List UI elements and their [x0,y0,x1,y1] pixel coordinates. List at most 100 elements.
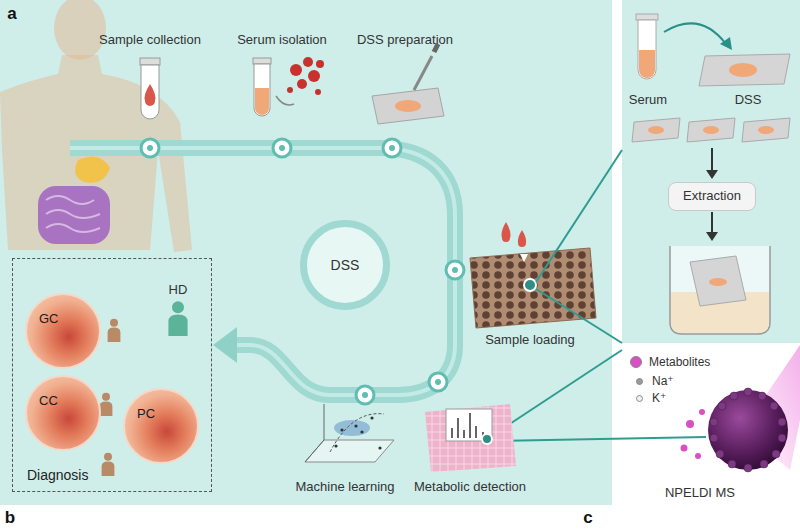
node-text: PC [137,407,155,422]
machine-learning-icon-part [305,440,394,462]
legend-text: Na⁺ [652,374,674,388]
flow-arrow-part [711,148,713,172]
machine-learning-icon-part [330,414,384,452]
machine-learning-icon-part-part [334,444,337,447]
npeldi-particle-part-part [681,445,688,452]
workflow-pipe [70,148,455,395]
serum-isolation-icon-part-part [297,79,307,89]
machine-learning-icon-part-part [360,430,363,433]
endoscopy-circle: CC [25,375,101,451]
npeldi-particle-part-part [716,450,724,458]
dss-preparation-icon-part [414,56,432,90]
left-panel [0,0,612,505]
serum-isolation-icon-part [255,88,269,115]
panel-letter: c [583,508,592,528]
zoom-leader-part [491,437,706,441]
sample-loading-plate-part [524,279,536,291]
serum-tube-icon-part [636,14,658,20]
pipe-stop-part [383,139,401,157]
machine-learning-icon-part-part [340,428,343,431]
mass-spectrum-icon-part [425,404,516,472]
panel-letter: b [5,508,15,528]
serum-isolation-icon-part [287,57,324,95]
process-box: Extraction [668,182,756,211]
npeldi-particle-part-part [728,460,736,468]
patient-icon-part [100,393,113,416]
npeldi-particle-part-part [758,392,766,400]
machine-learning-icon-part [305,440,324,462]
serum-isolation-icon-part-part [316,60,324,68]
legend-item: Metabolites [630,355,710,369]
serum-tube-icon-part [639,50,655,78]
machine-learning-icon-part-part [354,424,357,427]
mass-spectrum-icon-part-part [463,430,465,438]
step-label: Metabolic detection [414,480,526,495]
legend-text: Metabolites [649,355,710,369]
pipe-stop-part [446,261,464,279]
beaker-icon-part [690,256,746,306]
pipe-stop-core [147,145,458,398]
npeldi-particle-part [708,390,788,470]
patient-icon-part [102,453,115,476]
npeldi-particle-part-part [772,450,780,458]
node-text: Diagnosis [27,467,88,483]
serum-isolation-icon-part [276,96,294,105]
mass-spectrum-icon-part-part [457,418,459,438]
pipe-stop-core-part [389,145,395,151]
pipe-stop-part [273,139,291,157]
machine-learning-icon-part [324,404,325,440]
dss-sheet-icon-part [729,63,757,77]
npeldi-particle-part-part [699,409,705,415]
pipe-stop-part [356,386,374,404]
dss-preparation-icon [372,44,444,124]
npeldi-particle-part-part [770,402,778,410]
npeldi-particle-part-part [730,392,738,400]
step-label: Sample loading [485,333,575,348]
mass-spectrum-icon-part [482,434,492,444]
npeldi-particle-part-part [718,402,726,410]
legend-item: Na⁺ [633,374,674,388]
blood-tube-icon-part [140,58,160,65]
serum-isolation-icon [253,57,324,116]
method-label: NPELDI MS [665,486,735,501]
sample-loading-plate-part [518,230,526,247]
legend-text: K⁺ [652,391,666,405]
legend-swatch [636,378,643,385]
serum-isolation-icon-part [253,58,271,64]
flow-arrow-part [711,212,713,234]
serum-tube-icon-part [664,23,726,44]
mass-spectrum-icon [425,404,516,472]
blood-tube-icon-part [145,84,156,106]
mass-spectrum-icon-part-part [469,413,471,438]
npeldi-particle-part-part [710,434,718,442]
npeldi-particle-part-part [686,420,694,428]
flow-arrow-part [706,232,718,241]
panel-letter: a [7,4,16,24]
npeldi-particle-part [681,409,706,459]
npeldi-particle-part-part [744,464,752,472]
human-body-part [75,156,110,182]
machine-learning-icon-part-part [370,416,373,419]
pipe-stop-part [429,373,447,391]
machine-learning-icon-part [334,416,381,449]
dss-sheet-icon-part [742,118,790,142]
machine-learning-icon-part-part [378,446,381,449]
human-body-part [38,186,110,244]
pipe-stop-core-part [452,267,458,273]
flow-arrow-part [706,170,718,179]
dss-preparation-icon-part [395,100,421,112]
workflow-pipe-part [70,148,455,395]
npeldi-particle-part-part [710,418,718,426]
pipe-stop-part [141,139,159,157]
dss-sheet-icon-part [687,118,735,142]
blood-tube-icon [140,58,160,119]
legend-swatch [636,395,643,402]
serum-isolation-icon-part-part [303,57,313,67]
beaker-icon-part [670,246,770,334]
dss-sheet-icon-part [758,126,774,134]
beaker-icon-part [709,278,727,286]
dss-ring: DSS [300,220,390,310]
right-panel [622,0,800,343]
